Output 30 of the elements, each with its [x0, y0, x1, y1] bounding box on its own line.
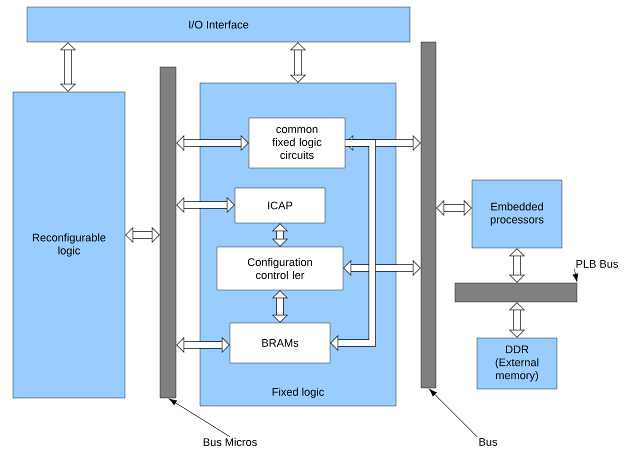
block-arrow — [290, 42, 306, 83]
process-box: BRAMs — [230, 322, 330, 364]
logic-block: Reconfigurable logic — [12, 92, 126, 398]
bus-label: PLB Bus — [576, 260, 618, 268]
process-box: Configuration control ler — [216, 246, 344, 290]
bus-bar — [454, 282, 578, 302]
leader-line — [429, 388, 478, 438]
bus-bar — [160, 66, 176, 398]
block-arrow — [60, 42, 76, 92]
block-arrow — [272, 223, 288, 247]
bus-label: Bus — [479, 438, 498, 446]
interface-box: I/O Interface — [26, 6, 410, 42]
block-arrow — [330, 139, 376, 352]
bus-bar — [420, 42, 436, 388]
block-arrow — [125, 226, 160, 244]
processor-box: Embedded processors — [472, 180, 562, 248]
leader-line — [572, 268, 578, 282]
block-arrow — [272, 290, 288, 323]
block-arrow — [176, 336, 230, 354]
process-box: common fixed logic circuits — [248, 118, 346, 168]
block-arrow — [436, 200, 472, 216]
block-arrow — [343, 260, 421, 276]
block-arrow — [508, 248, 526, 283]
block-arrow — [508, 302, 526, 338]
leader-line — [168, 398, 230, 438]
process-box: ICAP — [234, 188, 326, 224]
memory-box: DDR (External memory) — [476, 338, 558, 390]
bus-label: Bus Micros — [204, 438, 257, 446]
block-arrow — [176, 134, 249, 152]
block-arrow — [176, 196, 235, 214]
